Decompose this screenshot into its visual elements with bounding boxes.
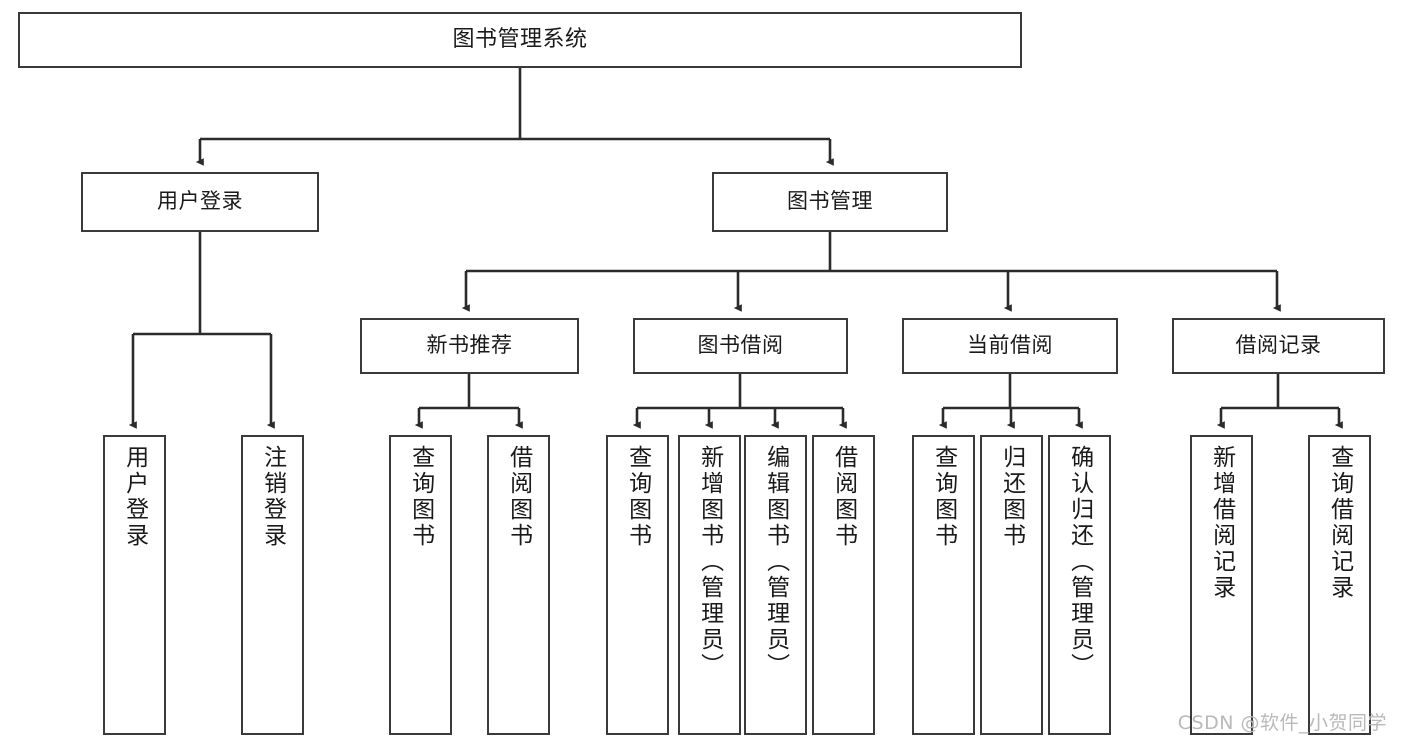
- node-book-manage[interactable]: 图书管理: [712, 172, 948, 232]
- node-book-manage-label: 图书管理: [787, 189, 873, 214]
- node-user-login[interactable]: 用户登录: [81, 172, 319, 232]
- node-borrow-record[interactable]: 借阅记录: [1172, 318, 1385, 374]
- csdn-watermark: CSDN @软件_小贺同学: [1177, 712, 1387, 734]
- node-book-borrow[interactable]: 图书借阅: [633, 318, 848, 374]
- node-leaf-add-book-admin[interactable]: 新增图书（管理员）: [678, 435, 741, 735]
- node-leaf-add-book-admin-label: 新增图书（管理员）: [696, 445, 723, 679]
- node-leaf-query-borrow-record-label: 查询借阅记录: [1326, 445, 1353, 601]
- node-leaf-rec-query-book-label: 查询图书: [407, 445, 434, 549]
- node-leaf-query-borrow-record[interactable]: 查询借阅记录: [1308, 435, 1371, 735]
- node-leaf-user-login-label: 用户登录: [121, 445, 148, 549]
- node-root-system[interactable]: 图书管理系统: [18, 12, 1022, 68]
- node-leaf-cur-query-book[interactable]: 查询图书: [912, 435, 975, 735]
- node-leaf-edit-book-admin[interactable]: 编辑图书（管理员）: [744, 435, 807, 735]
- node-current-borrow-label: 当前借阅: [967, 333, 1053, 358]
- node-new-book-rec-label: 新书推荐: [426, 333, 513, 358]
- node-leaf-cur-query-book-label: 查询图书: [930, 445, 957, 549]
- node-leaf-rec-borrow-book[interactable]: 借阅图书: [487, 435, 550, 735]
- node-borrow-record-label: 借阅记录: [1235, 333, 1322, 358]
- node-leaf-edit-book-admin-label: 编辑图书（管理员）: [762, 445, 789, 679]
- node-leaf-return-book[interactable]: 归还图书: [980, 435, 1043, 735]
- node-leaf-rec-borrow-book-label: 借阅图书: [505, 445, 532, 549]
- node-leaf-logout-label: 注销登录: [259, 445, 286, 549]
- node-book-borrow-label: 图书借阅: [697, 333, 784, 358]
- node-leaf-borrow-query-book[interactable]: 查询图书: [606, 435, 669, 735]
- node-leaf-return-book-label: 归还图书: [998, 445, 1025, 549]
- node-leaf-confirm-return-admin[interactable]: 确认归还（管理员）: [1048, 435, 1111, 735]
- node-root-label: 图书管理系统: [452, 26, 588, 52]
- node-leaf-rec-query-book[interactable]: 查询图书: [389, 435, 452, 735]
- node-leaf-add-borrow-record[interactable]: 新增借阅记录: [1190, 435, 1253, 735]
- node-leaf-borrow-query-book-label: 查询图书: [624, 445, 651, 549]
- node-leaf-user-login[interactable]: 用户登录: [103, 435, 166, 735]
- node-user-login-label: 用户登录: [157, 189, 243, 214]
- node-leaf-logout[interactable]: 注销登录: [241, 435, 304, 735]
- node-leaf-borrow-book-label: 借阅图书: [830, 445, 857, 549]
- node-new-book-rec[interactable]: 新书推荐: [360, 318, 579, 374]
- node-current-borrow[interactable]: 当前借阅: [902, 318, 1118, 374]
- node-leaf-confirm-return-admin-label: 确认归还（管理员）: [1066, 445, 1093, 679]
- node-leaf-add-borrow-record-label: 新增借阅记录: [1208, 445, 1235, 601]
- node-leaf-borrow-book[interactable]: 借阅图书: [812, 435, 875, 735]
